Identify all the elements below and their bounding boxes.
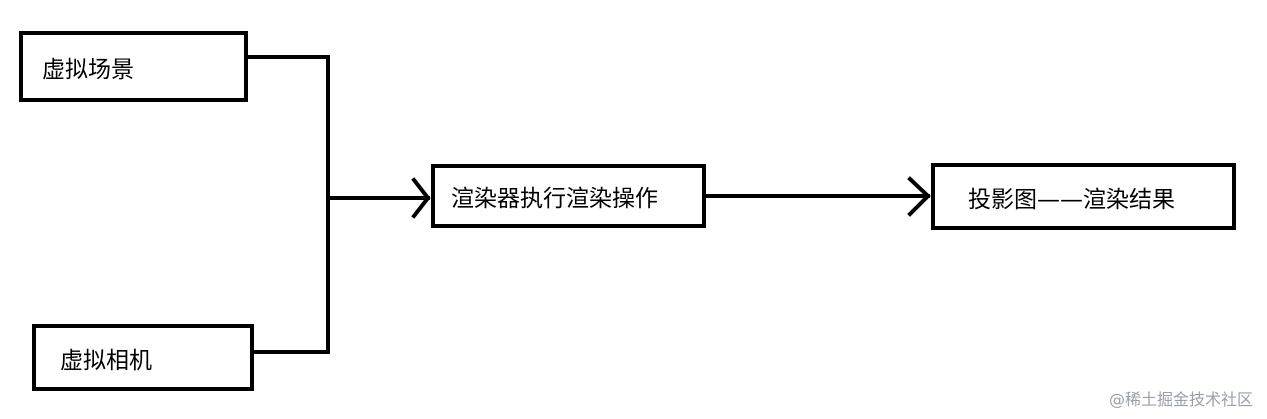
render-result-label: 投影图——渲染结果 — [968, 186, 1175, 213]
renderer-node: 渲染器执行渲染操作 — [431, 164, 706, 228]
renderer-label: 渲染器执行渲染操作 — [451, 186, 658, 212]
renderer-arrowhead — [411, 177, 431, 219]
virtual-camera-label: 虚拟相机 — [60, 347, 152, 374]
virtual-camera-node: 虚拟相机 — [32, 324, 254, 391]
result-arrowhead — [907, 176, 931, 217]
watermark: @稀土掘金技术社区 — [1108, 390, 1253, 409]
scene-connector — [244, 55, 330, 200]
camera-connector — [250, 196, 330, 354]
virtual-scene-node: 虚拟场景 — [19, 31, 248, 102]
virtual-scene-label: 虚拟场景 — [42, 56, 134, 83]
render-result-node: 投影图——渲染结果 — [931, 163, 1236, 230]
